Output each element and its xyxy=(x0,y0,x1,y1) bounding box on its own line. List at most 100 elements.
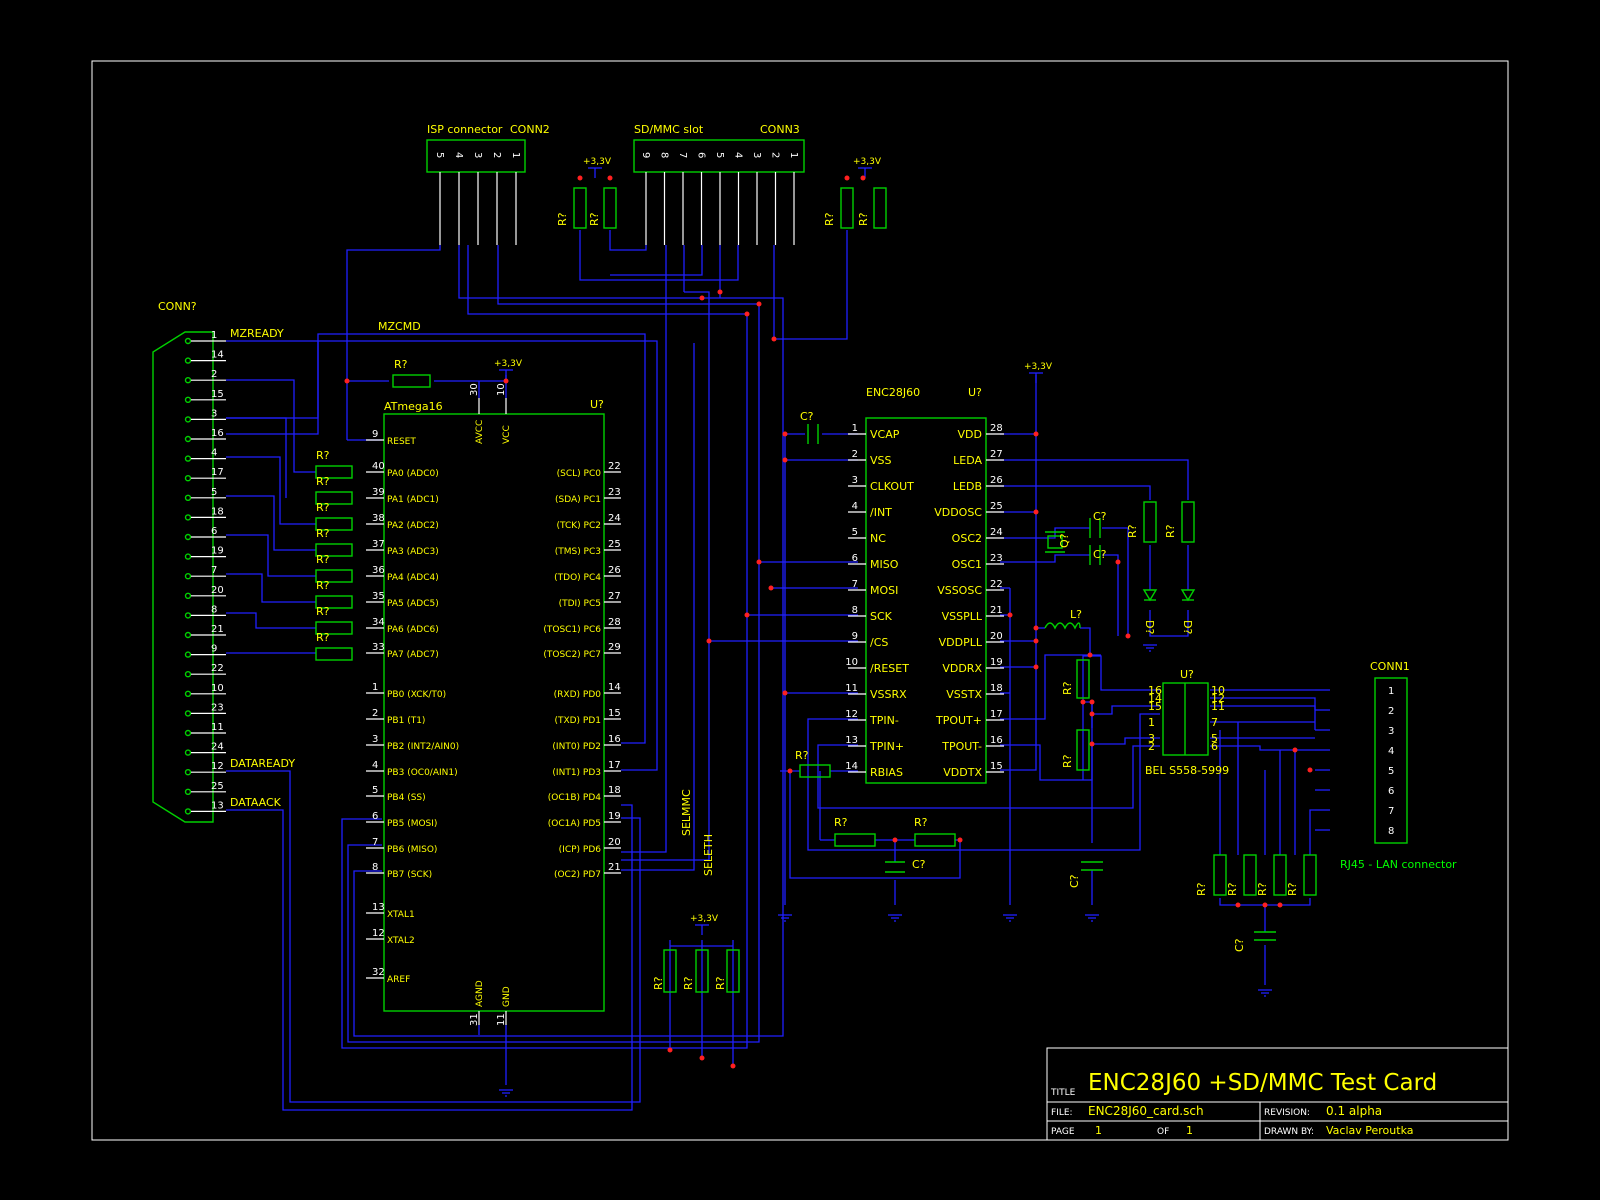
mcu-pin-name: RESET xyxy=(387,437,416,447)
enc-pin-name: TPOUT- xyxy=(941,740,982,753)
enc-ref: U? xyxy=(968,386,982,399)
enc-pin-num: 9 xyxy=(852,631,858,642)
label-mzcmd: MZCMD xyxy=(378,320,421,333)
mcu-pin-name: AREF xyxy=(387,975,410,985)
mcu-pin-num: 37 xyxy=(372,539,385,550)
mcu-pin-num: 32 xyxy=(372,967,385,978)
enc-pin-num: 22 xyxy=(990,579,1003,590)
ref-designator: R? xyxy=(652,976,665,990)
mcu-pin-name: (TMS) PC3 xyxy=(555,547,601,557)
transformer-pin-num: 11 xyxy=(1211,700,1225,713)
led-ref: D? xyxy=(1143,620,1156,634)
junction-dot xyxy=(1089,699,1095,705)
file-label: FILE: xyxy=(1051,1108,1073,1118)
mcu-pin-name: (SCL) PC0 xyxy=(557,469,602,479)
junction-dot xyxy=(1115,559,1121,565)
mcu-pin-num: 38 xyxy=(372,513,385,524)
enc-pin-name: LEDB xyxy=(953,480,982,493)
transformer-pin-num: 7 xyxy=(1211,716,1218,729)
ref-designator: R? xyxy=(588,212,601,226)
file-name: ENC28J60_card.sch xyxy=(1088,1104,1204,1118)
mcu-pin-name: PB6 (MISO) xyxy=(387,845,437,855)
mcu-pin-num: 18 xyxy=(608,785,621,796)
transformer-pin-num: 15 xyxy=(1148,700,1162,713)
mcu-pin-num: 29 xyxy=(608,642,621,653)
junction-dot xyxy=(1125,633,1131,639)
sd-pin-num: 5 xyxy=(714,152,725,158)
enc-pin-name: VSS xyxy=(870,454,892,467)
drawn-by-value: Vaclav Peroutka xyxy=(1326,1124,1413,1137)
junction-dot xyxy=(756,559,762,565)
transformer-pin-num: 2 xyxy=(1148,740,1155,753)
mcu-pin-num: 27 xyxy=(608,591,621,602)
of-value: 1 xyxy=(1186,1124,1193,1137)
wiring xyxy=(226,230,1330,1111)
enc-pin-num: 12 xyxy=(845,709,858,720)
ref-designator: R? xyxy=(857,212,870,226)
ref-designator: C? xyxy=(1093,510,1107,523)
mcu-pin-name: PB3 (OC0/AIN1) xyxy=(387,768,458,778)
title-block: TITLE ENC28J60 +SD/MMC Test Card FILE: E… xyxy=(1046,1047,1509,1141)
mcu-pin-num: 9 xyxy=(372,429,378,440)
mcu-pin-name: PA6 (ADC6) xyxy=(387,625,439,635)
enc-pin-name: /CS xyxy=(870,636,888,649)
enc-pin-num: 26 xyxy=(990,475,1003,486)
vcc-label: +3,3V xyxy=(853,157,882,167)
junction-dot xyxy=(699,1055,705,1061)
isp-name: ISP connector xyxy=(427,123,503,136)
junction-dot xyxy=(756,301,762,307)
sd-ref: CONN3 xyxy=(760,123,800,136)
mcu-pin-num: 39 xyxy=(372,487,385,498)
sheet-frame xyxy=(91,60,1509,1141)
isp-pin-num: 4 xyxy=(453,152,464,158)
db25-pin-num: 9 xyxy=(211,644,217,655)
mcu-pin-num: 31 xyxy=(469,1013,480,1026)
ref-designator: Q? xyxy=(1058,533,1071,548)
junction-dot xyxy=(787,768,793,774)
db25-pin-num: 1 xyxy=(211,330,217,341)
junction-dot xyxy=(607,175,613,181)
ref-designator: R? xyxy=(316,449,330,462)
enc-pin-name: CLKOUT xyxy=(870,480,914,493)
label-mzready: MZREADY xyxy=(230,327,284,340)
revision-label: REVISION: xyxy=(1264,1108,1310,1118)
db25-pin-num: 14 xyxy=(211,350,224,361)
mcu-pin-name: AVCC xyxy=(475,420,485,444)
junctions xyxy=(344,175,1313,1069)
db25-pin-num: 18 xyxy=(211,506,224,517)
rj45-ref: CONN1 xyxy=(1370,660,1410,673)
db25-pin-num: 25 xyxy=(211,781,224,792)
capacitor-set xyxy=(807,424,1276,941)
isp-pin-num: 5 xyxy=(434,152,445,158)
page-label: PAGE xyxy=(1051,1127,1075,1137)
ref-designator: R? xyxy=(1061,681,1074,695)
rj45-pin-num: 5 xyxy=(1388,766,1394,777)
junction-dot xyxy=(344,378,350,384)
mcu-pin-num: 21 xyxy=(608,862,621,873)
enc-pin-num: 14 xyxy=(845,761,858,772)
mcu-pin-num: 19 xyxy=(608,811,621,822)
mcu-pin-name: VCC xyxy=(502,425,512,444)
mcu-pin-num: 35 xyxy=(372,591,385,602)
db25-pin-num: 22 xyxy=(211,663,224,674)
sd-pin-num: 1 xyxy=(788,152,799,158)
db25-contact xyxy=(184,612,192,619)
power-symbols: +3,3V+3,3V+3,3V+3,3V+3,3V xyxy=(494,157,1272,1097)
enc-pin-num: 11 xyxy=(845,683,858,694)
ref-designator: R? xyxy=(1126,524,1139,538)
db25-pin-num: 7 xyxy=(211,565,217,576)
junction-dot xyxy=(699,295,705,301)
enc-pin-name: RBIAS xyxy=(870,766,903,779)
db25-pin-num: 21 xyxy=(211,624,224,635)
sd-pin-num: 6 xyxy=(696,152,707,158)
enc-pin-name: MOSI xyxy=(870,584,898,597)
enc-pin-name: VSSRX xyxy=(870,688,907,701)
junction-dot xyxy=(730,1063,736,1069)
mcu-pin-num: 4 xyxy=(372,760,378,771)
isp-pin-num: 3 xyxy=(472,152,483,158)
enc-pin-name: VDDRX xyxy=(942,662,982,675)
mcu-pin-name: PB2 (INT2/AIN0) xyxy=(387,742,459,752)
enc-pin-num: 1 xyxy=(852,423,858,434)
enc-pin-num: 16 xyxy=(990,735,1003,746)
